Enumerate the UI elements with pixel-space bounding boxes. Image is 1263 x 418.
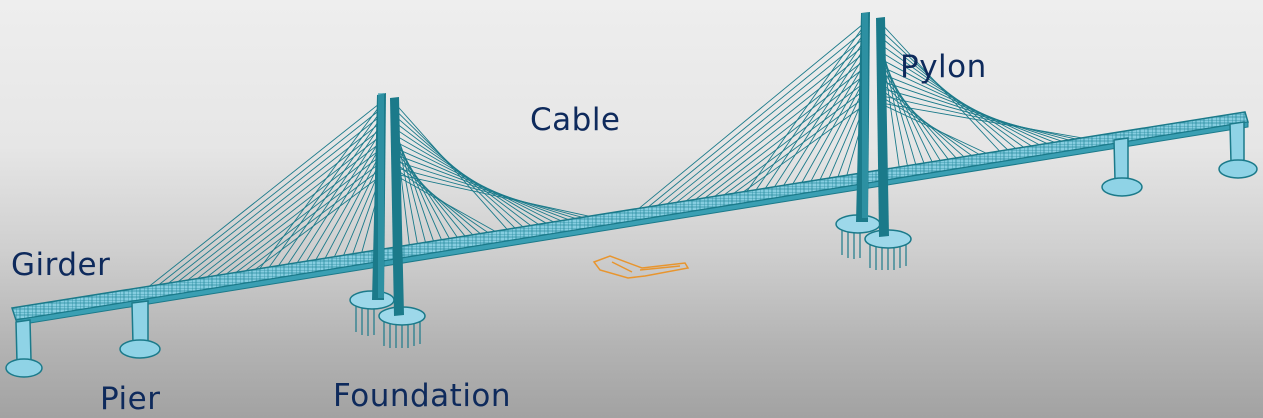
cables-left-pylon xyxy=(139,99,606,295)
label-cable: Cable xyxy=(530,102,621,138)
girder-deck xyxy=(11,111,1249,326)
highlighted-element xyxy=(592,255,690,279)
pier-left-2 xyxy=(119,300,161,359)
label-girder: Girder xyxy=(11,247,111,283)
pier-right-end xyxy=(1218,121,1258,179)
pylon-left xyxy=(349,93,426,348)
foundation-left xyxy=(349,290,426,348)
pier-left-end xyxy=(5,319,43,378)
label-pier: Pier xyxy=(100,381,161,417)
label-foundation: Foundation xyxy=(333,378,512,414)
label-pylon: Pylon xyxy=(900,49,987,85)
foundation-right xyxy=(835,214,912,270)
pylon-right xyxy=(835,12,912,270)
pier-right-1 xyxy=(1101,137,1143,197)
